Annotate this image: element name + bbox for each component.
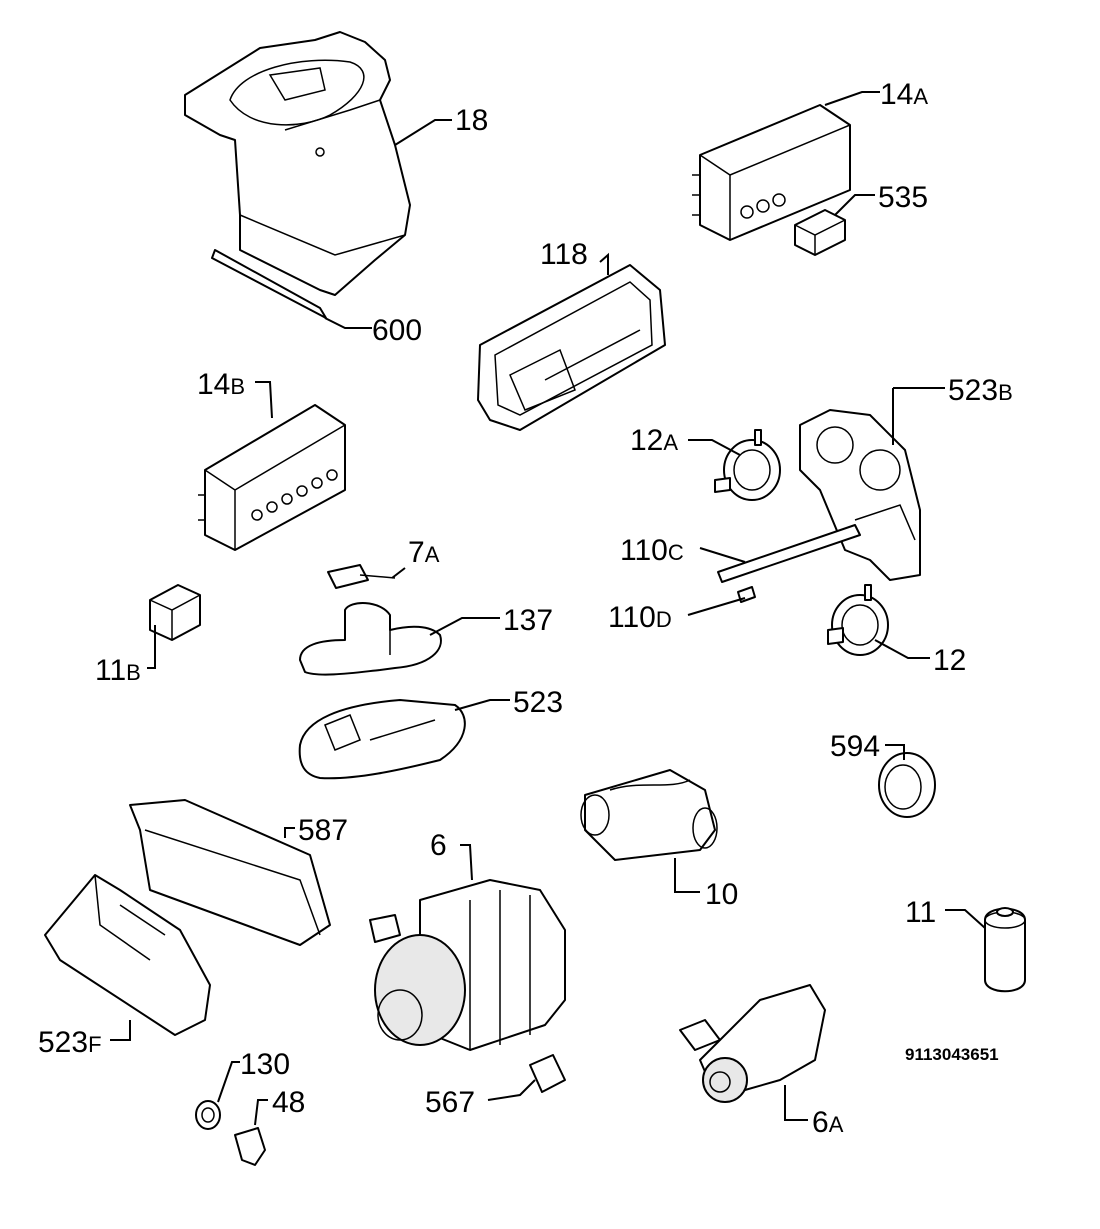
leader-587: [284, 827, 295, 838]
label-11: 11: [905, 896, 936, 929]
leader-12A: [688, 439, 741, 456]
leader-523: [454, 699, 510, 711]
label-110D: 110D: [608, 601, 672, 634]
leader-11: [945, 909, 986, 929]
part-523B-lock-assembly: [799, 409, 921, 581]
label-48: 48: [272, 1086, 305, 1119]
part-18-duct-cover: [184, 31, 411, 296]
leader-110D: [687, 597, 746, 616]
label-523: 523: [513, 686, 563, 719]
label-130: 130: [240, 1048, 290, 1081]
label-594: 594: [830, 730, 880, 763]
label-18: 18: [455, 104, 488, 137]
part-587-channel: [129, 799, 331, 946]
part-118-dispenser: [477, 264, 666, 431]
leader-14B: [255, 381, 273, 419]
part-137-cover: [299, 602, 442, 676]
part-12A-pressure-switch: [714, 429, 781, 501]
part-110C-hose: [717, 524, 861, 583]
part-11-capacitor: [984, 907, 1026, 993]
leader-535: [834, 194, 875, 216]
part-12-pressure-switch: [827, 584, 889, 656]
label-587: 587: [298, 814, 348, 847]
leader-18: [394, 119, 452, 146]
label-118: 118: [540, 238, 588, 271]
label-523B: 523B: [948, 374, 1013, 407]
label-535: 535: [878, 181, 928, 214]
label-7A: 7A: [408, 536, 440, 569]
leader-594: [885, 744, 905, 760]
part-535-connector: [794, 209, 846, 256]
leader-6A: [784, 1085, 808, 1121]
part-14A-control-board: [692, 104, 851, 241]
leader-6: [460, 844, 473, 881]
label-523F: 523F: [38, 1026, 102, 1059]
leader-lines: [110, 91, 986, 1126]
label-137: 137: [503, 604, 553, 637]
part-6-circulation-pump: [369, 879, 566, 1051]
part-6A-drain-pump: [679, 984, 826, 1103]
part-594-ring: [878, 752, 936, 818]
leader-567: [487, 1079, 536, 1101]
leader-11B: [147, 625, 156, 669]
leader-7A: [391, 567, 406, 579]
leader-600: [324, 317, 372, 329]
part-10-heater: [580, 769, 718, 861]
leader-12: [874, 639, 930, 659]
leader-118: [599, 252, 609, 275]
leader-137: [429, 617, 500, 636]
label-6A: 6A: [812, 1106, 844, 1139]
label-12A: 12A: [630, 424, 678, 457]
label-6: 6: [430, 829, 447, 862]
document-number: 9113043651: [905, 1045, 999, 1064]
leader-10: [674, 858, 700, 893]
part-7A-clip: [327, 564, 396, 589]
part-14B-board: [198, 404, 346, 551]
leader-523F: [110, 1020, 131, 1041]
part-523-door-lock: [298, 699, 466, 780]
leader-130: [217, 1061, 240, 1103]
label-11B: 11B: [95, 654, 141, 687]
part-567-connector: [529, 1054, 566, 1093]
label-14A: 14A: [880, 78, 928, 111]
leader-48: [254, 1099, 268, 1126]
leader-110C: [699, 547, 746, 563]
leader-14A: [824, 91, 880, 106]
part-48-plug: [234, 1127, 266, 1166]
label-110C: 110C: [620, 534, 684, 567]
part-11B-relay: [149, 584, 201, 641]
label-10: 10: [705, 878, 738, 911]
part-523F-lock-housing: [44, 874, 211, 1036]
leader-523B: [892, 387, 945, 445]
label-12: 12: [933, 644, 966, 677]
part-130-washer: [195, 1100, 221, 1130]
label-14B: 14B: [197, 368, 245, 401]
label-600: 600: [372, 314, 422, 347]
label-567: 567: [425, 1086, 475, 1119]
